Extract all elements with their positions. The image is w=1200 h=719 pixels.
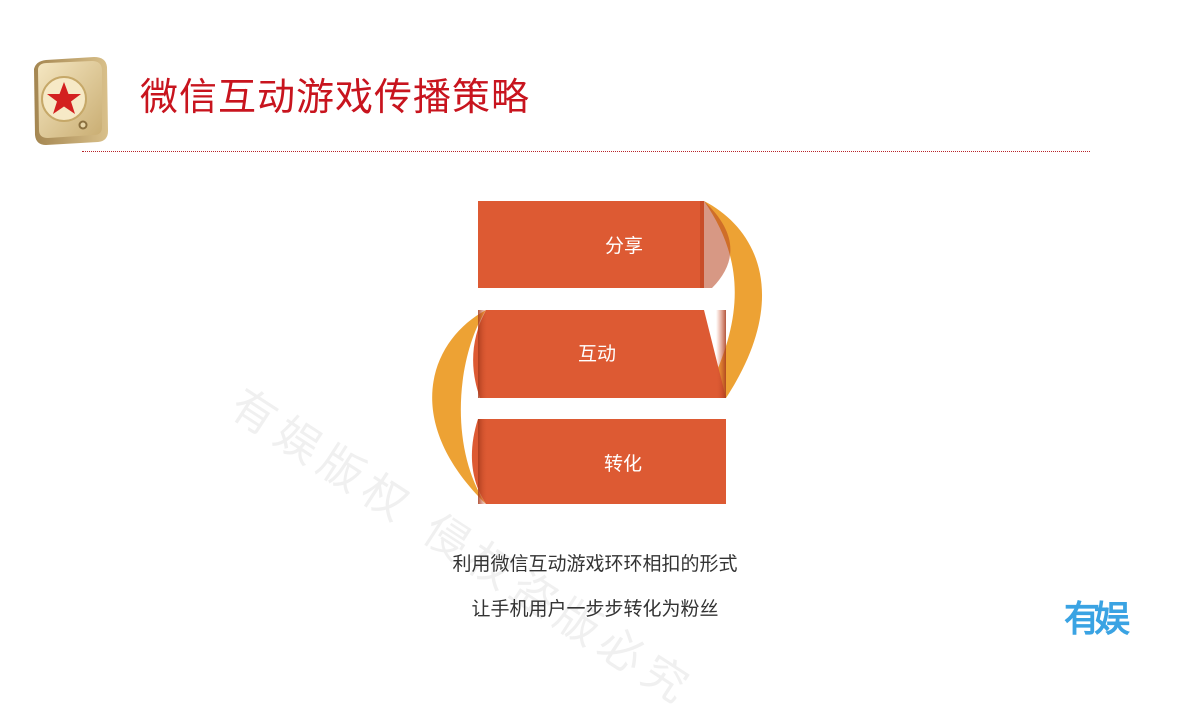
- step-label: 分享: [605, 235, 643, 257]
- step-label: 转化: [604, 453, 642, 475]
- right-fold: [704, 201, 763, 398]
- caption-line-1: 利用微信互动游戏环环相扣的形式: [452, 553, 738, 575]
- star-badge-icon: [34, 57, 108, 145]
- step-block-interact: [473, 310, 726, 398]
- folded-ribbon-diagram: 分享 互动 转化: [432, 201, 763, 504]
- title-divider: [82, 151, 1090, 152]
- caption-line-2: 让手机用户一步步转化为粉丝: [471, 598, 719, 620]
- step-block-share: [478, 201, 704, 288]
- step-label: 互动: [578, 343, 616, 365]
- step-block-convert-shade: [478, 419, 518, 504]
- brand-logo: 有娱: [1064, 599, 1130, 640]
- step-block-convert: [471, 419, 726, 504]
- step-block-share-fold-shade: [700, 201, 731, 288]
- step-block-interact-left-shade: [478, 310, 518, 398]
- left-fold: [432, 310, 486, 504]
- page-title: 微信互动游戏传播策略: [140, 75, 531, 119]
- step-block-interact-shade: [686, 310, 726, 398]
